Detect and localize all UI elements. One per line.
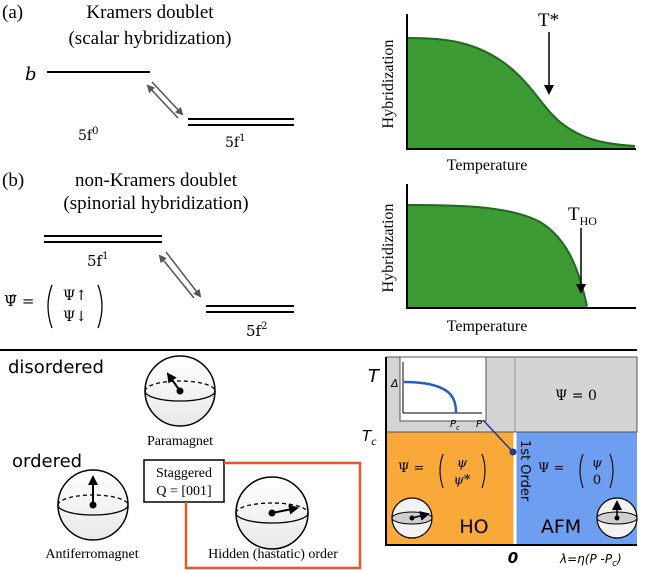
psi-afm-bot: 0 — [593, 473, 601, 488]
psi-ho-equation: Ψ = ψ ψ* — [398, 453, 486, 489]
plot-a-marker-label: T* — [538, 10, 559, 31]
transition-arrow-b-down — [165, 251, 202, 298]
critical-point — [509, 448, 517, 456]
transition-arrow-up — [146, 84, 179, 119]
spinor-lhs: Ψ̂ = — [4, 292, 35, 310]
pd-x-axis-label: λ=η(P -Pc) — [559, 552, 622, 569]
paramagnet-label: Paramagnet — [147, 434, 213, 449]
psi-ho-top: ψ — [457, 456, 468, 471]
staggered-line1: Staggered — [156, 466, 212, 481]
plot-b-ylabel: Hybridization — [380, 204, 397, 293]
transition-arrow-b-up — [158, 254, 195, 299]
hidden-order-box — [184, 461, 362, 570]
level-5f2-label: 5f2 — [246, 321, 267, 340]
phase-spheres: disordered ordered Paramagnet Antiferrom… — [8, 355, 362, 570]
level-5f0-label: 5f0 — [78, 126, 98, 144]
spinor-paren-right — [97, 284, 103, 329]
psi-ho-bot: ψ* — [454, 473, 471, 488]
hidden-order-sphere — [235, 476, 309, 550]
psi-zero: Ψ = 0 — [555, 388, 597, 404]
panel-b-title-line1: non-Kramers doublet — [75, 170, 238, 191]
plot-a-xlabel: Temperature — [447, 157, 528, 174]
psi-ho-lhs: Ψ = — [398, 461, 424, 476]
plot-a-ylabel: Hybridization — [380, 40, 397, 129]
inset-plot: Δ Pc P — [390, 356, 517, 456]
psi-afm-lhs: Ψ = — [538, 461, 564, 476]
ho-mini-sphere — [391, 497, 433, 539]
plot-b-marker-label: THO — [568, 204, 597, 228]
first-order-label: 1st Order — [517, 440, 532, 502]
ho-label: HO — [459, 516, 488, 538]
spinor-paren-left — [47, 284, 53, 329]
hidden-order-label: Hidden (hastatic) order — [208, 547, 338, 562]
afm-mini-sphere — [596, 497, 638, 539]
paramagnet-sphere — [144, 355, 216, 427]
staggered-box — [143, 459, 225, 503]
inset-connector — [482, 419, 512, 451]
pd-zero-label: 0 — [508, 549, 518, 567]
afm-label: AFM — [541, 516, 581, 538]
inset-pc: Pc — [450, 419, 460, 432]
spinor-down: Ψ↓ — [63, 309, 87, 325]
pd-t-label: T — [368, 366, 381, 387]
panel-a-title-line2: (scalar hybridization) — [68, 28, 231, 49]
level-5f1-label: 5f1 — [225, 133, 245, 151]
inset-delta: Δ — [390, 377, 399, 390]
ordered-label: ordered — [12, 451, 82, 472]
inset-curve — [403, 380, 458, 414]
panel-b-title-line2: (spinorial hybridization) — [63, 193, 248, 214]
psi-afm-equation: Ψ = ψ 0 — [538, 453, 614, 489]
panel-b-tag: (b) — [2, 170, 24, 191]
antiferromagnet-sphere — [57, 469, 129, 541]
disordered-label: disordered — [8, 357, 104, 378]
antiferromagnet-label: Antiferromagnet — [45, 547, 138, 562]
inset-p: P — [476, 419, 483, 430]
hybridization-curve-b — [408, 205, 587, 308]
transition-arrow-down — [151, 81, 184, 116]
hybridization-curve-a — [408, 38, 635, 149]
panel-a-title-line1: Kramers doublet — [86, 2, 214, 23]
pd-tc-label: Tc — [362, 427, 377, 448]
hybridization-plot-a: Hybridization Temperature T* — [380, 10, 636, 174]
level-5f1-b-label: 5f1 — [87, 251, 108, 270]
panel-a: (a) Kramers doublet (scalar hybridizatio… — [2, 2, 636, 174]
panel-b: (b) non-Kramers doublet (spinorial hybri… — [2, 170, 636, 340]
hybridization-plot-b: Hybridization Temperature THO — [380, 184, 636, 335]
spinor-up: Ψ↑ — [63, 288, 87, 304]
staggered-line2: Q = [001] — [156, 484, 211, 499]
panel-a-tag: (a) — [2, 2, 23, 23]
phase-diagram: T Tc Δ Pc P Ψ = 0 Ψ = ψ ψ* Ψ = — [362, 356, 638, 569]
level-b-label: b — [25, 64, 37, 85]
plot-b-xlabel: Temperature — [447, 318, 528, 335]
spinor-equation: Ψ̂ = Ψ↑ Ψ↓ — [4, 284, 103, 329]
psi-afm-top: ψ — [592, 456, 603, 471]
